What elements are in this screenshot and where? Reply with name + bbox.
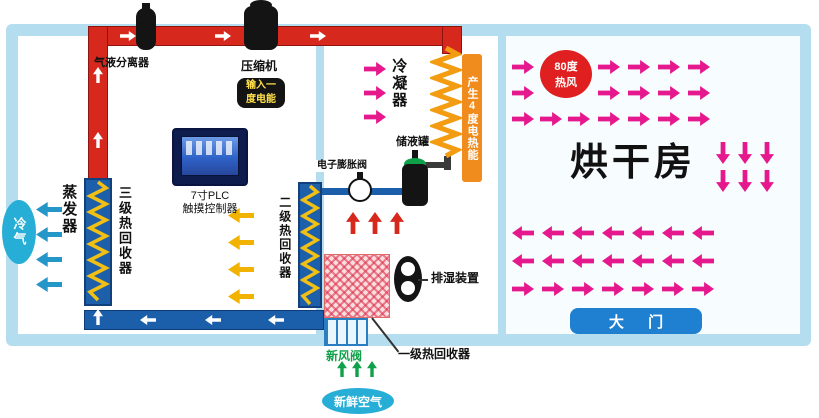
heat-energy-banner: 产生4度电热能 bbox=[462, 54, 482, 182]
cold-air-label: 冷气 bbox=[11, 217, 27, 247]
evaporator-label: 蒸发器 bbox=[60, 184, 78, 235]
receiver-inlet-pipe bbox=[416, 162, 451, 168]
dehumidifier-label: 排湿装置 bbox=[430, 271, 481, 286]
separator-label: 气液分离器 bbox=[94, 57, 149, 69]
stage2-recovery-label: 二级热回收器 bbox=[277, 196, 292, 280]
compressor-energy-badge: 输入一 度电能 bbox=[237, 78, 285, 108]
flow-arrow-right-icon bbox=[310, 31, 326, 41]
flow-arrow-right-icon bbox=[120, 31, 136, 41]
receiver-stem bbox=[412, 150, 418, 160]
door-bar: 大 门 bbox=[570, 308, 702, 334]
compressor-label: 压缩机 bbox=[241, 59, 278, 73]
stage1-recovery-core bbox=[324, 254, 390, 318]
stage3-recovery-label: 三级热回收器 bbox=[116, 186, 132, 276]
plc-label-line1: 7寸PLC bbox=[190, 190, 230, 202]
receiver-label: 储液罐 bbox=[396, 136, 429, 148]
hot-air-badge: 80度 热风 bbox=[540, 50, 592, 98]
dehumidifier-fan-icon bbox=[394, 256, 422, 302]
fresh-air-arrow-up-icon bbox=[367, 361, 377, 377]
hot-air-line2: 热风 bbox=[555, 77, 577, 89]
expansion-valve-label: 电子膨胀阀 bbox=[316, 160, 368, 172]
condenser-label: 冷凝器 bbox=[390, 58, 408, 109]
hot-air-line1: 80度 bbox=[554, 61, 578, 73]
plc-controller-icon bbox=[172, 128, 248, 186]
compressor-icon bbox=[244, 6, 278, 50]
fresh-air-valve-label: 新风阀 bbox=[326, 349, 363, 363]
separator-nub bbox=[142, 3, 150, 10]
badge-line1: 输入一 bbox=[246, 80, 276, 91]
door-label: 大 门 bbox=[608, 313, 674, 331]
valve-stem bbox=[357, 172, 363, 180]
plc-label-line2: 触摸控制器 bbox=[182, 203, 238, 215]
fresh-air-badge: 新鲜空气 bbox=[322, 388, 394, 414]
flow-arrow-right-icon bbox=[215, 31, 231, 41]
compressor-cap bbox=[250, 0, 272, 10]
cold-pipe-bottom bbox=[84, 310, 324, 330]
receiver-tank-icon bbox=[402, 164, 428, 206]
expansion-valve-icon bbox=[348, 178, 372, 202]
dehumidifier-pointer-line bbox=[418, 279, 428, 281]
condenser-coil bbox=[430, 46, 462, 158]
fresh-air-label: 新鲜空气 bbox=[333, 394, 382, 409]
heat-energy-label: 产生4度电热能 bbox=[466, 75, 478, 161]
badge-line2: 度电能 bbox=[246, 94, 276, 105]
stage2-recovery-coil bbox=[298, 182, 322, 308]
fresh-air-valve-icon bbox=[324, 318, 368, 346]
gas-liquid-separator-icon bbox=[136, 8, 156, 50]
drying-room-title: 烘干房 bbox=[570, 142, 697, 184]
hot-pipe-left bbox=[88, 26, 108, 180]
cold-air-badge: 冷气 bbox=[2, 200, 36, 264]
plc-screen bbox=[181, 136, 239, 176]
stage1-recovery-label: 一级热回收器 bbox=[398, 347, 471, 361]
evaporator-coil bbox=[84, 178, 112, 306]
